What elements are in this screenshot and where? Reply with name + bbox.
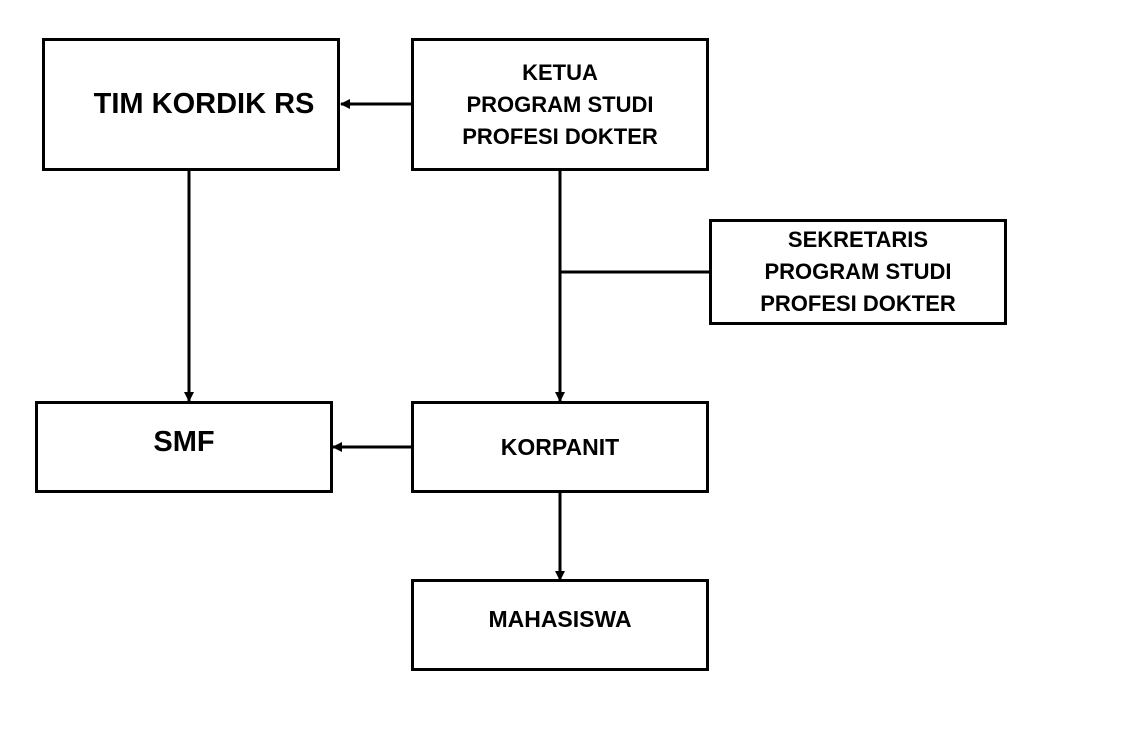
label-ketua-line3: PROFESI DOKTER	[462, 123, 658, 149]
box-tim-kordik-rs: TIM KORDIK RS	[42, 38, 340, 171]
label-korpanit: KORPANIT	[500, 433, 620, 460]
box-smf: SMF	[35, 401, 333, 493]
label-ketua-line2: PROGRAM STUDI	[466, 91, 654, 117]
box-korpanit: KORPANIT	[411, 401, 709, 493]
label-sekretaris-line1: SEKRETARIS	[787, 227, 929, 252]
label-sekretaris-line3: PROFESI DOKTER	[760, 291, 956, 316]
label-mahasiswa: MAHASISWA	[488, 606, 632, 632]
box-mahasiswa: MAHASISWA	[411, 579, 709, 671]
label-ketua-line1: KETUA	[522, 59, 598, 85]
box-sekretaris: SEKRETARIS PROGRAM STUDI PROFESI DOKTER	[709, 219, 1007, 325]
label-sekretaris-line2: PROGRAM STUDI	[764, 259, 952, 284]
box-ketua: KETUA PROGRAM STUDI PROFESI DOKTER	[411, 38, 709, 171]
label-smf: SMF	[153, 426, 215, 458]
label-tim-kordik-rs: TIM KORDIK RS	[93, 88, 315, 120]
